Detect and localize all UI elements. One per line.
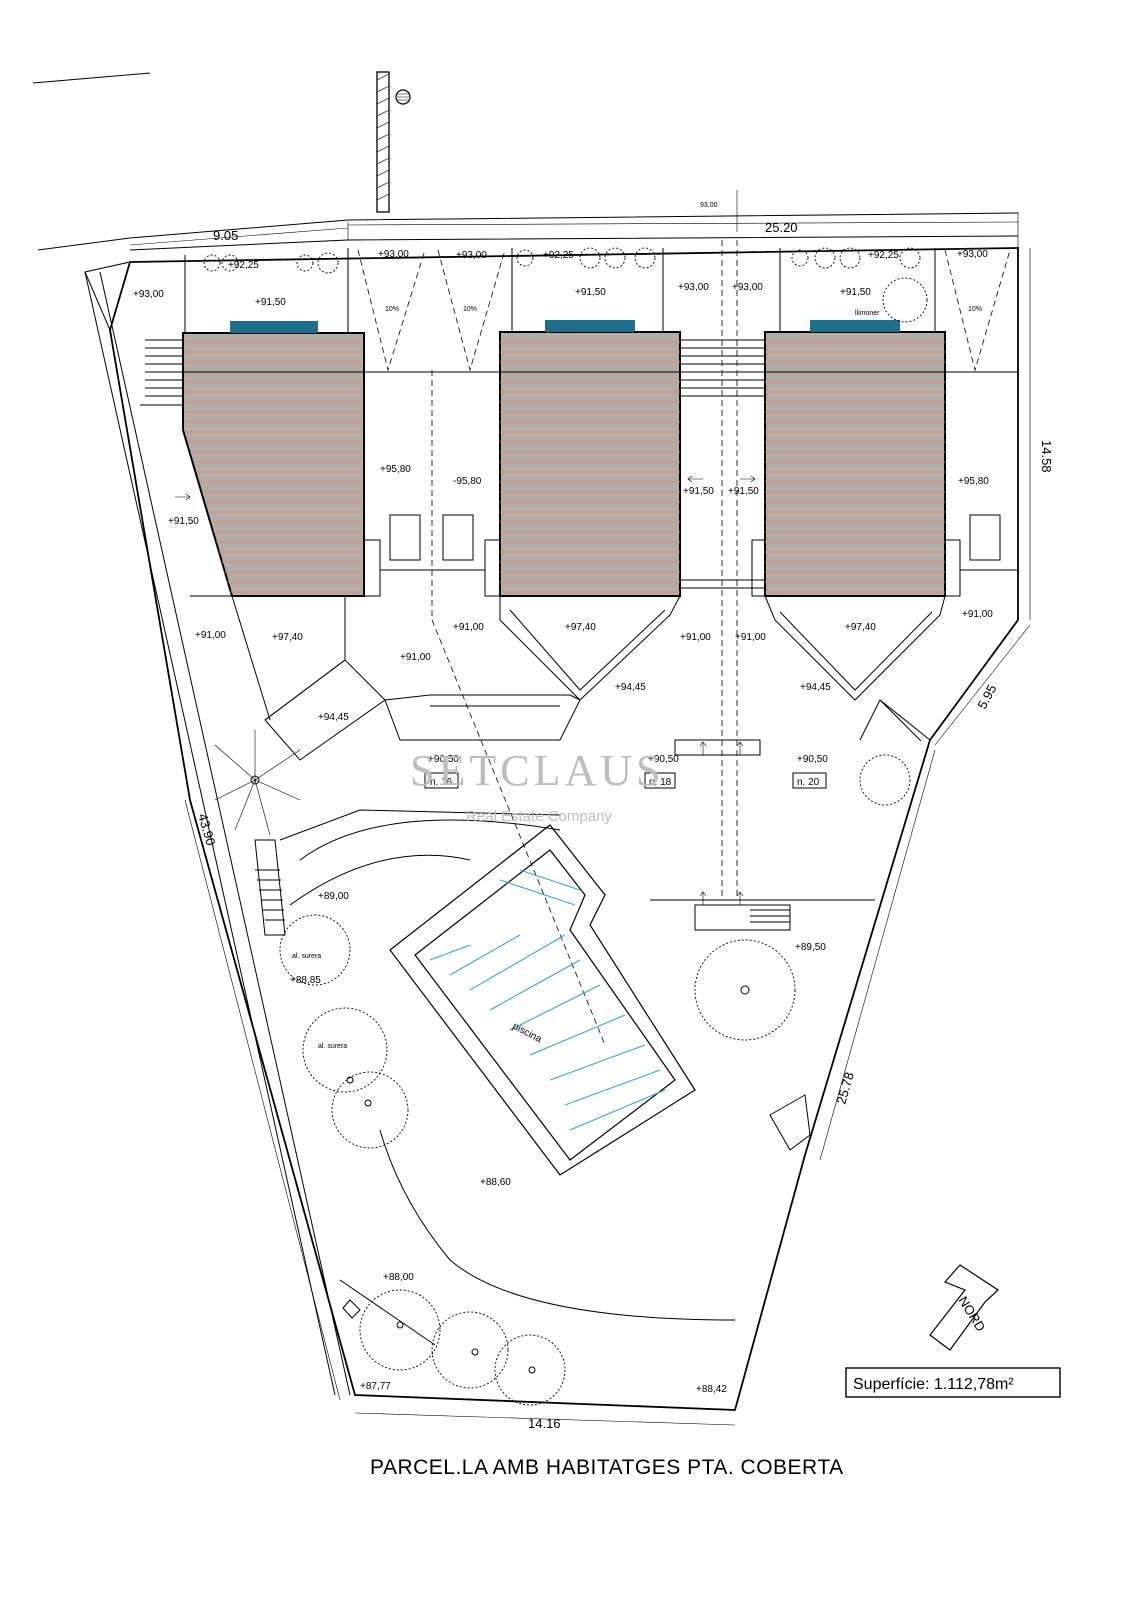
level-labels: 93,00 +93,00 +93,00 +93,00 +93,00 +93,00…: [133, 202, 993, 1395]
level-label: +92,25: [868, 250, 899, 261]
level-label: +91,50: [683, 486, 714, 497]
level-label: +91,00: [195, 630, 226, 641]
surface-label: Superfície: 1.112,78m²: [853, 1376, 1014, 1393]
tree-labels: al. surera al. surera llimoner: [292, 310, 880, 1050]
unit-boxes: [389, 514, 1001, 789]
level-label: +92,25: [228, 260, 259, 271]
level-label: +93,00: [456, 250, 487, 261]
unit-labels: n. 16 n. 18 n. 20: [430, 777, 820, 788]
unit-label-20: n. 20: [797, 777, 820, 788]
watermark: SETCLAUS Real Estate Company: [410, 746, 664, 825]
dim-bottom: 14.16: [528, 1416, 561, 1431]
tree-label: al. surera: [318, 1043, 347, 1050]
level-label: +90,50: [797, 754, 828, 765]
level-label: +88,60: [480, 1177, 511, 1188]
plan-title: PARCEL.LA AMB HABITATGES PTA. COBERTA: [370, 1456, 844, 1479]
level-label: +94,45: [800, 682, 831, 693]
north-wall: [376, 71, 411, 213]
level-label: +87,77: [360, 1381, 391, 1392]
level-label: +88,42: [696, 1384, 727, 1395]
pool: [389, 824, 696, 1176]
level-label: +91,00: [453, 622, 484, 633]
tree-label: llimoner: [855, 310, 880, 317]
level-label: +91,50: [728, 486, 759, 497]
level-label: +91,50: [255, 297, 286, 308]
level-label: +91,00: [962, 609, 993, 620]
unit-label-18: n. 18: [649, 777, 672, 788]
level-label: +89,00: [318, 891, 349, 902]
dim-right-upper: 14.58: [1039, 440, 1054, 473]
slope-labels: 10% 10% 10%: [385, 306, 982, 313]
level-label: +97,40: [845, 622, 876, 633]
road-edges: [32, 72, 1019, 251]
level-label: +89,50: [795, 942, 826, 953]
plot-boundary: [84, 247, 1019, 1411]
slope-marks: [357, 249, 1011, 372]
level-label: +90,50: [428, 754, 459, 765]
unit-label-16: n. 16: [430, 777, 453, 788]
level-label: +92,25: [543, 250, 574, 261]
level-label: +90,50: [648, 754, 679, 765]
level-label: +94,45: [318, 712, 349, 723]
level-label: -95,80: [453, 476, 482, 487]
dim-right-mid: 5.95: [974, 682, 999, 711]
slope-label: 10%: [463, 306, 477, 313]
level-road: 93,00: [700, 202, 718, 209]
terraces: [140, 240, 1018, 1346]
dim-right-lower: 25.78: [833, 1070, 856, 1105]
level-label: +93,00: [732, 282, 763, 293]
level-label: +93,00: [133, 289, 164, 300]
level-label: +95,80: [380, 464, 411, 475]
level-label: +91,00: [735, 632, 766, 643]
slope-label: 10%: [385, 306, 399, 313]
watermark-brand: SETCLAUS: [410, 746, 664, 795]
level-label: +91,00: [400, 652, 431, 663]
slope-label: 10%: [968, 306, 982, 313]
tree-label: al. surera: [292, 953, 321, 960]
surface-box: Superfície: 1.112,78m²: [845, 1367, 1061, 1398]
north-arrow: NORD: [929, 1264, 999, 1351]
level-label: +93,00: [678, 282, 709, 293]
level-label: +91,00: [680, 632, 711, 643]
level-label: +88,00: [383, 1272, 414, 1283]
level-label: +91,50: [575, 287, 606, 298]
level-label: +97,40: [565, 622, 596, 633]
level-label: +97,40: [272, 632, 303, 643]
dim-top-left: 9.05: [213, 228, 238, 243]
watermark-tagline: Real Estate Company: [466, 808, 612, 825]
house-roofs: [182, 320, 946, 597]
dim-top-right: 25.20: [765, 220, 798, 235]
arrows: [175, 475, 756, 905]
level-label: +95,80: [958, 476, 989, 487]
dimension-lines: [129, 190, 1031, 1426]
level-label: +91,50: [168, 516, 199, 527]
level-label: +93,00: [378, 249, 409, 260]
level-label: +88,85: [290, 975, 321, 986]
level-label: +93,00: [957, 249, 988, 260]
level-label: +94,45: [615, 682, 646, 693]
pool-label: piscina: [511, 1021, 544, 1046]
trees: [203, 247, 928, 1406]
level-label: +91,50: [840, 287, 871, 298]
